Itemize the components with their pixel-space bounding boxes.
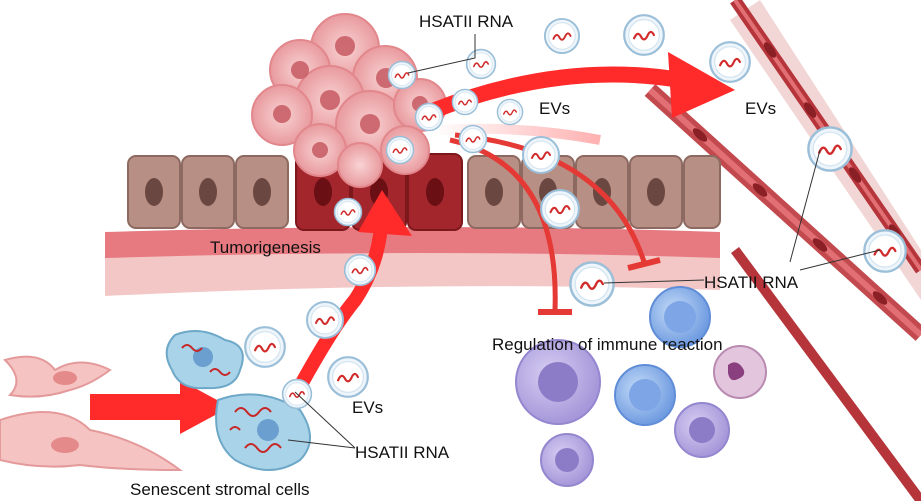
label-evs-center: EVs <box>539 99 570 118</box>
leader-lines <box>287 34 881 449</box>
label-regulation: Regulation of immune reaction <box>492 335 723 354</box>
fibroblasts <box>0 355 184 472</box>
senescent-stromal-cells <box>165 330 311 471</box>
tissue-layer <box>105 227 720 296</box>
arrows <box>90 52 735 434</box>
labels: HSATII RNA EVs EVs Tumorigenesis HSATII … <box>130 12 799 499</box>
label-tumorigenesis: Tumorigenesis <box>210 238 321 257</box>
immune-cells <box>515 286 767 487</box>
label-evs-right: EVs <box>745 99 776 118</box>
label-evs-bottom: EVs <box>352 398 383 417</box>
label-hsatii-bottom: HSATII RNA <box>355 443 450 462</box>
label-hsatii-top: HSATII RNA <box>419 12 514 31</box>
label-senescent: Senescent stromal cells <box>130 480 310 499</box>
label-hsatii-right: HSATII RNA <box>704 273 799 292</box>
tumor-mass <box>251 13 447 188</box>
